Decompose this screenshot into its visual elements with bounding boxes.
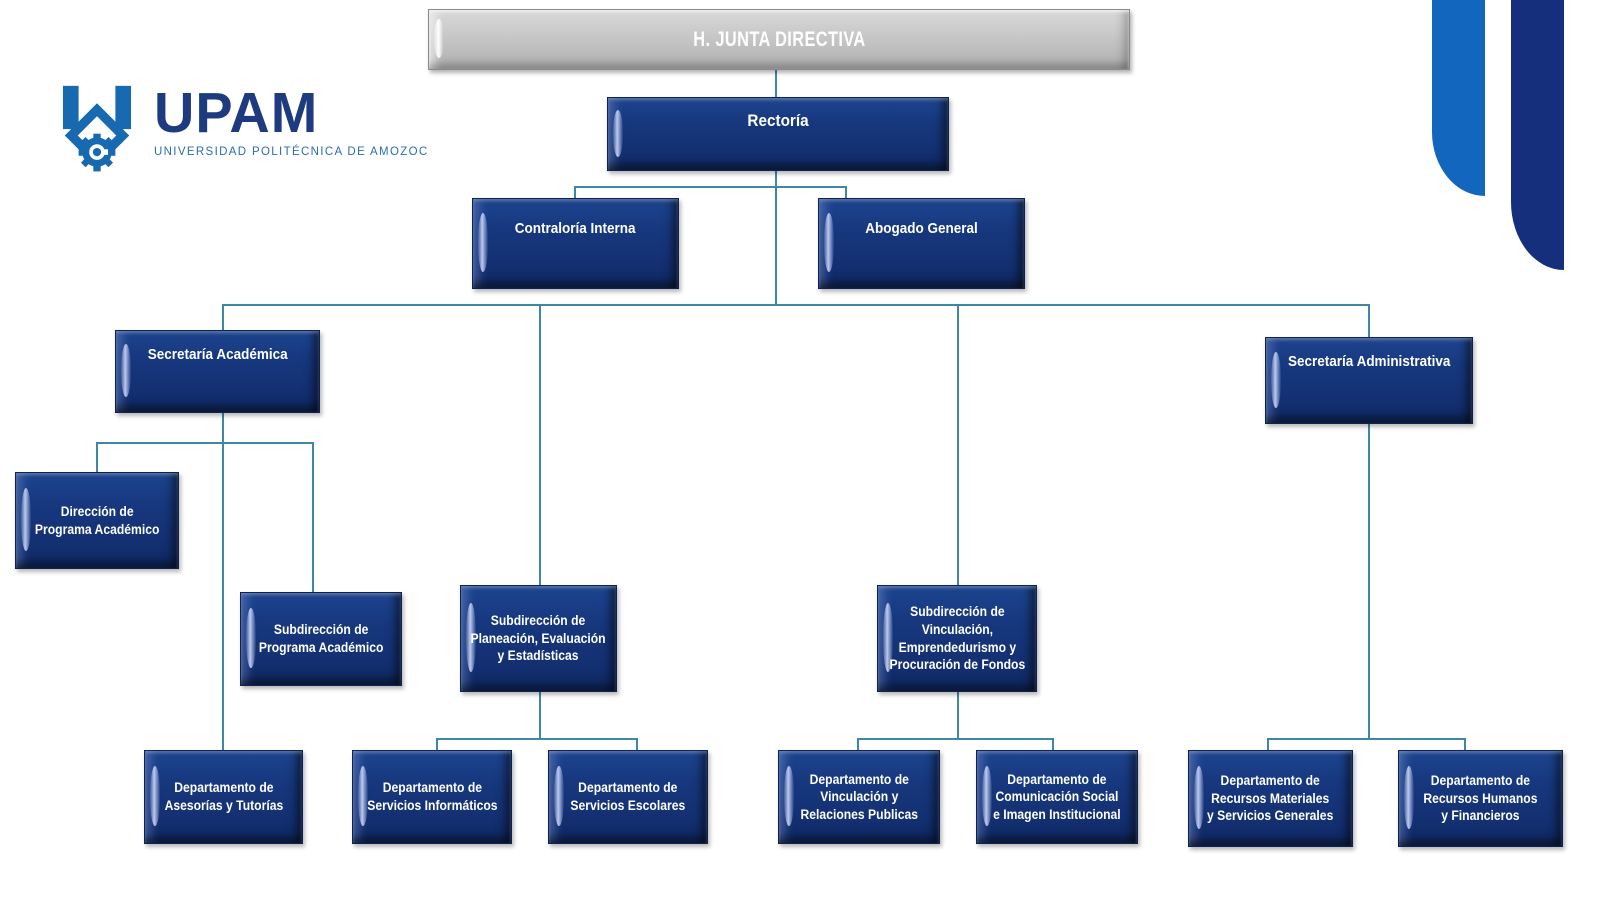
org-node-label: Subdirección de Programa Académico — [258, 622, 384, 655]
org-node-label: Secretaría Administrativa — [1287, 353, 1451, 370]
connector-line — [857, 738, 859, 750]
connector-line — [539, 690, 541, 738]
connector-line — [539, 304, 541, 585]
connector-line — [957, 304, 959, 585]
org-node-label: H. JUNTA DIRECTIVA — [692, 27, 866, 51]
org-node-subdireccion-programa-academico: Subdirección de Programa Académico — [240, 592, 402, 686]
org-node-label: Departamento de Vinculación y Relaciones… — [800, 771, 918, 822]
connector-line — [436, 738, 638, 740]
connector-line — [222, 304, 1370, 306]
connector-line — [436, 738, 438, 750]
upam-acronym: UPAM — [154, 81, 319, 145]
org-node-direccion-programa-academico: Dirección de Programa Académico — [15, 472, 179, 569]
org-node-label: Departamento de Recursos Materiales y Se… — [1207, 773, 1334, 824]
org-node-contraloria-interna: Contraloría Interna — [472, 198, 679, 289]
org-node-departamento-servicios-informaticos: Departamento de Servicios Informáticos — [352, 750, 512, 844]
org-node-label: Abogado General — [865, 220, 978, 237]
upam-logo: UPAM UNIVERSIDAD POLITÉCNICA DE AMOZOC — [58, 84, 429, 176]
connector-line — [775, 68, 777, 97]
connector-line — [1368, 304, 1370, 337]
connector-line — [1368, 408, 1370, 738]
org-node-label: Departamento de Asesorías y Tutorías — [164, 780, 283, 813]
org-node-departamento-servicios-escolares: Departamento de Servicios Escolares — [548, 750, 708, 844]
org-node-departamento-comunicacion-social: Departamento de Comunicación Social e Im… — [976, 750, 1138, 844]
connector-line — [957, 690, 959, 738]
connector-line — [636, 738, 638, 750]
upam-gear-shield-icon — [62, 85, 132, 172]
connector-line — [96, 442, 98, 472]
connector-line — [1464, 738, 1466, 750]
connector-line — [845, 186, 847, 198]
org-node-label: Subdirección de Planeación, Evaluación y… — [470, 613, 607, 664]
org-node-secretaria-administrativa: Secretaría Administrativa — [1265, 337, 1473, 424]
connector-line — [857, 738, 1054, 740]
decorative-bar-light-blue — [1432, 0, 1485, 196]
org-node-label: Secretaría Académica — [147, 346, 288, 363]
org-node-rectoria: Rectoría — [607, 97, 949, 171]
org-node-label: Departamento de Recursos Humanos y Finan… — [1423, 773, 1538, 824]
org-node-label: Contraloría Interna — [515, 220, 636, 237]
org-node-label: Dirección de Programa Académico — [34, 503, 160, 537]
connector-line — [312, 442, 314, 592]
org-node-label: Departamento de Servicios Informáticos — [366, 780, 498, 813]
org-node-junta-directiva: H. JUNTA DIRECTIVA — [428, 9, 1130, 70]
org-node-label: Departamento de Comunicación Social e Im… — [993, 771, 1121, 822]
org-node-label: Rectoría — [747, 111, 809, 130]
org-node-subdireccion-planeacion: Subdirección de Planeación, Evaluación y… — [460, 585, 617, 692]
org-node-abogado-general: Abogado General — [818, 198, 1025, 289]
org-node-departamento-recursos-humanos: Departamento de Recursos Humanos y Finan… — [1398, 750, 1563, 847]
connector-line — [222, 304, 224, 330]
connector-line — [1267, 738, 1269, 750]
org-node-label: Departamento de Servicios Escolares — [570, 780, 686, 813]
connector-line — [574, 186, 576, 198]
connector-line — [1267, 738, 1466, 740]
org-node-departamento-asesorias-tutorias: Departamento de Asesorías y Tutorías — [144, 750, 303, 844]
connector-line — [222, 397, 224, 750]
org-node-departamento-recursos-materiales: Departamento de Recursos Materiales y Se… — [1188, 750, 1353, 847]
decorative-bar-dark-blue — [1511, 0, 1564, 270]
org-node-label: Subdirección de Vinculación, Emprendedur… — [889, 604, 1025, 673]
org-node-subdireccion-vinculacion: Subdirección de Vinculación, Emprendedur… — [877, 585, 1037, 692]
org-node-departamento-vinculacion-relaciones: Departamento de Vinculación y Relaciones… — [778, 750, 940, 844]
org-node-secretaria-academica: Secretaría Académica — [115, 330, 320, 413]
connector-line — [574, 186, 847, 188]
connector-line — [96, 442, 314, 444]
upam-logo-text: UPAM UNIVERSIDAD POLITÉCNICA DE AMOZOC — [154, 84, 429, 158]
upam-subtitle: UNIVERSIDAD POLITÉCNICA DE AMOZOC — [154, 145, 429, 158]
connector-line — [1052, 738, 1054, 750]
connector-line — [775, 157, 777, 305]
